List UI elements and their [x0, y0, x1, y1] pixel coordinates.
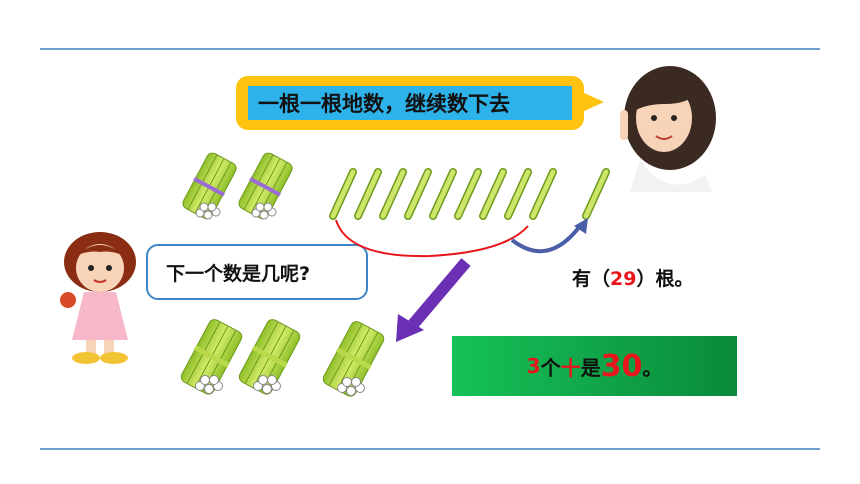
- bundle-of-ten: [238, 152, 293, 220]
- single-sticks: [329, 168, 610, 220]
- answer-number: 29: [610, 268, 637, 290]
- result-number: 30: [600, 348, 643, 384]
- stick-count-answer: 有（29）根。: [572, 264, 693, 291]
- ten-text: 十: [560, 355, 581, 380]
- stick: [354, 168, 382, 220]
- stick: [404, 168, 432, 220]
- left-speech-bubble: 下一个数是几呢?: [146, 244, 368, 300]
- bundle-of-ten: [180, 319, 243, 395]
- stick: [504, 168, 532, 220]
- grouping-curve: [335, 219, 529, 258]
- bundle-of-ten: [322, 321, 385, 397]
- unit-text: 个: [540, 355, 561, 380]
- answer-prefix: 有（: [572, 268, 611, 290]
- top-bubble-tail: [582, 92, 604, 112]
- stick: [454, 168, 482, 220]
- bottom-divider: [40, 448, 820, 450]
- stick: [582, 168, 610, 220]
- top-bubble-text: 一根一根地数，继续数下去: [248, 86, 572, 120]
- is-text: 是: [580, 355, 601, 380]
- stick: [379, 168, 407, 220]
- bundle-of-ten: [238, 319, 301, 395]
- stick: [529, 168, 557, 220]
- add-one-arrow-head: [574, 218, 588, 234]
- stick: [479, 168, 507, 220]
- girl-icon: [60, 232, 136, 364]
- top-speech-bubble: 一根一根地数，继续数下去: [236, 76, 604, 130]
- add-one-arrow: [510, 224, 582, 254]
- bundle-arrow-head: [396, 314, 424, 342]
- top-divider: [40, 48, 820, 50]
- bundle-of-ten: [182, 152, 237, 220]
- tens-count: 3: [526, 354, 541, 378]
- answer-suffix: ）根。: [636, 268, 694, 290]
- period-text: 。: [642, 355, 663, 380]
- stick: [429, 168, 457, 220]
- teacher-icon: [620, 66, 716, 192]
- stick: [329, 168, 357, 220]
- bundle-arrow: [405, 258, 471, 332]
